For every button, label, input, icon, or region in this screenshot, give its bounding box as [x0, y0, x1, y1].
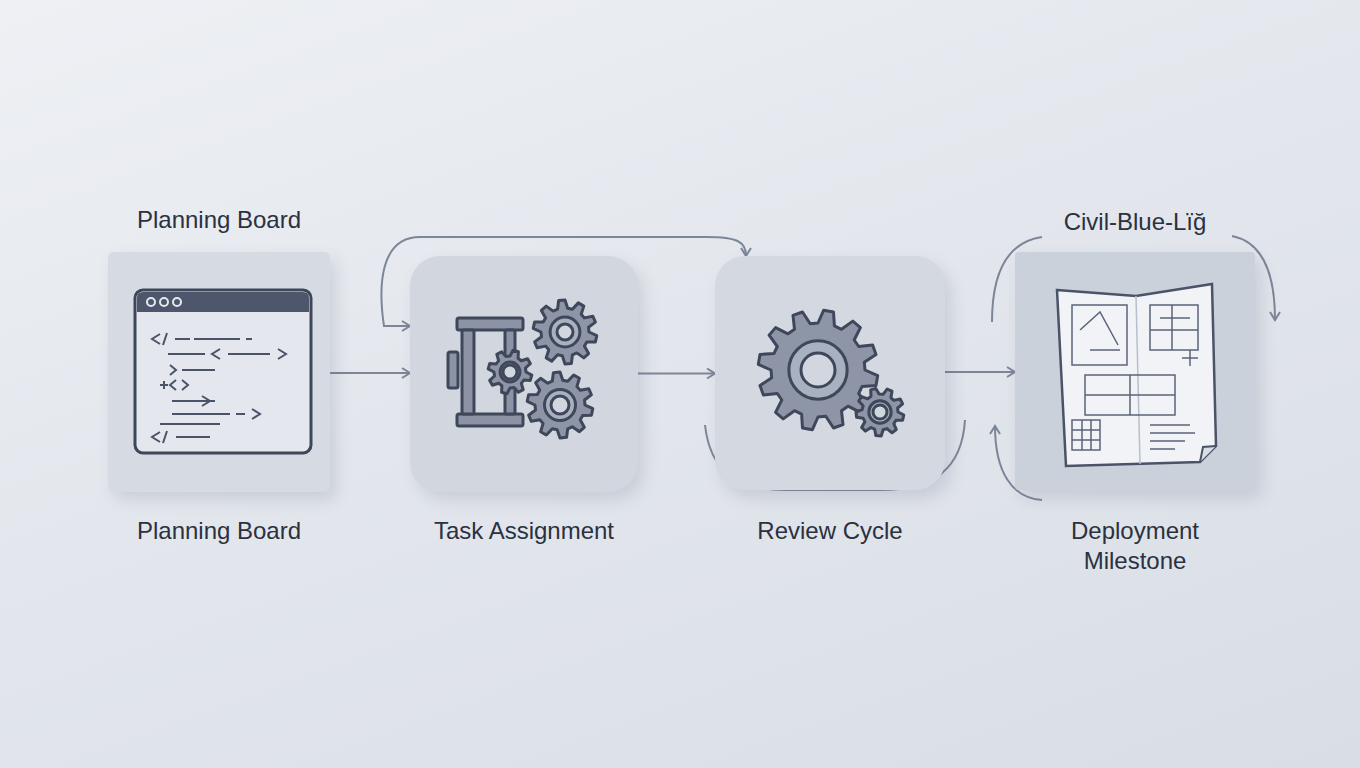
tile-label: Review Cycle	[700, 516, 960, 546]
tile-label: Planning Board	[89, 516, 349, 546]
process-tile: Task Assignment	[410, 256, 638, 492]
flow-arrow	[638, 373, 715, 375]
tile-label: Civil-Blue-Lïğ	[1040, 207, 1230, 237]
tile-label: Task Assignment	[394, 516, 654, 546]
flow-arrow	[945, 371, 1015, 373]
tile-label: Deployment Milestone	[1040, 516, 1230, 576]
process-tile: Review Cycle	[715, 256, 945, 490]
process-tile: Civil-Blue-LïğDeployment Milestone	[1015, 252, 1255, 490]
process-tile: Planning BoardPlanning Board	[108, 252, 330, 492]
tile-label: Planning Board	[89, 205, 349, 235]
flow-arrow	[330, 372, 410, 374]
